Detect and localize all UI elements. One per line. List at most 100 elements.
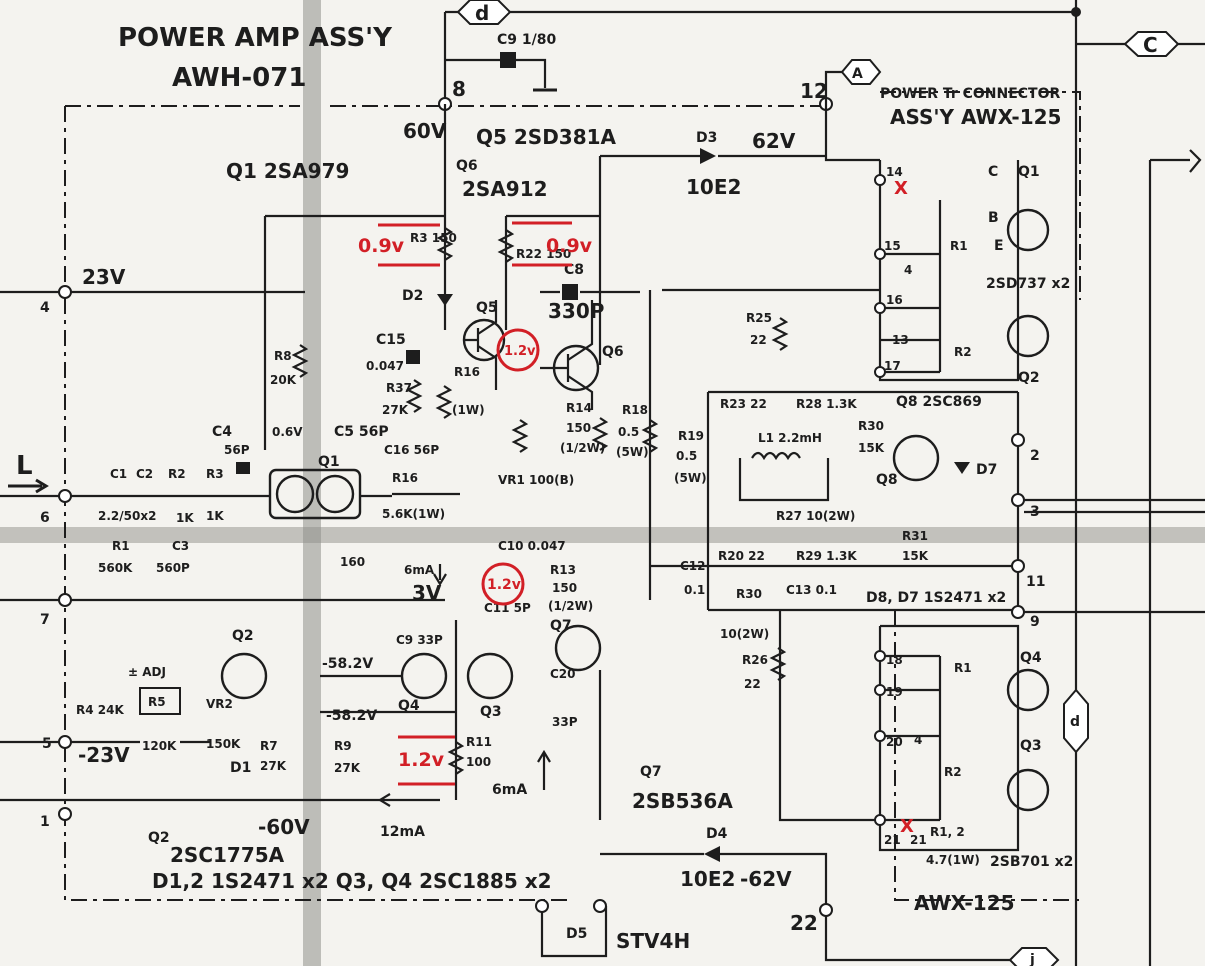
r5-value: 120K — [142, 739, 177, 753]
r19-watt: (5W) — [674, 471, 707, 485]
d3-label: D3 — [696, 130, 717, 146]
q2-type-label: 2SC1775A — [170, 843, 285, 867]
right-lower-wires — [650, 564, 1018, 822]
d5-label: D5 — [566, 926, 587, 942]
conn-c-label: C — [988, 164, 998, 180]
pin-9-label: 9 — [1030, 614, 1040, 630]
q8-transistor — [892, 434, 940, 482]
r16b-label: R16 — [392, 471, 418, 485]
d2-label: D2 — [402, 288, 423, 304]
r13-value: 150 — [552, 581, 577, 595]
connector-bottom — [1008, 947, 1060, 966]
conn-r12-label: R1, 2 — [930, 825, 965, 839]
conn-pin-21 — [874, 814, 886, 826]
pin-1-label: 1 — [40, 814, 50, 830]
pin-4-label: 4 — [40, 300, 50, 316]
pin-11 — [1011, 559, 1025, 573]
r11-resistor — [447, 741, 465, 775]
r31-value: 15K — [902, 549, 929, 563]
conn-q2-transistor — [1006, 314, 1050, 358]
r37-label: R37 — [386, 381, 412, 395]
pin-6-label: 6 — [40, 510, 50, 526]
bottom-assy-label: AWX-125 — [914, 891, 1014, 915]
board-outline — [64, 105, 830, 901]
pin-2-label: 2 — [1030, 448, 1040, 464]
conn-pin-16 — [874, 302, 886, 314]
r14-resistor — [591, 417, 609, 451]
title-line2: AWH-071 — [172, 63, 306, 93]
q2-label: Q2 — [232, 628, 254, 644]
r3-annotation-voltage: 0.9v — [358, 235, 405, 257]
vr2-value: 150K — [206, 737, 241, 751]
q1-small-label: Q1 — [318, 454, 340, 470]
q5-label: Q5 2SD381A — [476, 125, 617, 149]
d7-label: D7 — [976, 462, 997, 478]
r29-label: R29 1.3K — [796, 549, 857, 563]
conn-pin-20 — [874, 730, 886, 742]
pin-8-label: 8 — [452, 77, 466, 101]
c15-label: C15 — [376, 332, 406, 348]
conn-pin-17-label: 17 — [884, 359, 901, 373]
fold-shadow-vertical — [303, 0, 321, 966]
r25-value: 22 — [750, 333, 767, 347]
c9b-label: C9 33P — [396, 633, 443, 647]
cur12-label: 12mA — [380, 824, 425, 840]
fold-shadow-horizontal — [0, 527, 1205, 543]
input-l-label: L — [16, 451, 33, 481]
r3b-label: R3 — [206, 467, 224, 481]
r8-resistor — [291, 344, 309, 378]
c4-capacitor — [236, 462, 250, 474]
d2-diode — [437, 294, 453, 306]
adj-label: ± ADJ — [128, 665, 166, 679]
r37-value: 27K — [382, 403, 409, 417]
d5-node-left — [535, 899, 549, 913]
r26-resistor — [769, 647, 787, 681]
q7-transistor — [554, 624, 602, 672]
pin-7-label: 7 — [40, 612, 50, 628]
d4-label: D4 — [706, 826, 728, 842]
conn-pin-17 — [874, 366, 886, 378]
vm23-label: -23V — [78, 743, 130, 767]
conn-q3-label: Q3 — [1020, 738, 1042, 754]
c11-label: C11 5P — [484, 601, 531, 615]
c4-value: 56P — [224, 443, 250, 457]
vm582b-label: -58.2V — [326, 708, 377, 724]
c12-value: 0.1 — [684, 583, 705, 597]
q5-small-label: Q5 — [476, 300, 498, 316]
wire-top-bus — [443, 0, 1078, 966]
bom-line: D1,2 1S2471 x2 Q3, Q4 2SC1885 x2 — [152, 869, 552, 893]
pin-4 — [58, 285, 72, 299]
r20-label: R20 22 — [718, 549, 765, 563]
pin-22 — [819, 903, 833, 917]
r14-watt: (1/2W) — [560, 441, 605, 455]
r28-label: R28 1.3K — [796, 397, 857, 411]
r4-label: R4 24K — [76, 703, 124, 717]
conn-pin-15-label: 15 — [884, 239, 901, 253]
vm582a-label: -58.2V — [322, 656, 373, 672]
l1-inductor — [751, 451, 801, 461]
q6-top-label: Q6 — [456, 158, 478, 174]
q6-type-label: 2SA912 — [462, 177, 548, 201]
connector-title-1: POWER Tr CONNECTOR — [880, 86, 1061, 102]
conn-pin-14-label: 14 — [886, 165, 903, 179]
q4-label: Q4 — [398, 698, 420, 714]
c4-label: C4 — [212, 424, 232, 440]
r14-value: 150 — [566, 421, 591, 435]
vr1-label: VR1 100(B) — [498, 473, 574, 487]
r30b-value: 10(2W) — [720, 627, 769, 641]
r14-label: R14 — [566, 401, 592, 415]
v23-label: 23V — [82, 265, 126, 289]
board-outline-right — [880, 91, 1081, 901]
conn-q4-label: Q4 — [1020, 650, 1042, 666]
d4-type: 10E2 — [680, 867, 735, 891]
r25-label: R25 — [746, 311, 772, 325]
conn-pin-19 — [874, 684, 886, 696]
v3-label: 3V — [412, 581, 442, 605]
l1-label: L1 2.2mH — [758, 431, 822, 445]
conn-r2-label: R2 — [954, 345, 972, 359]
conn-r2b-label: R2 — [944, 765, 962, 779]
r6-label: 160 — [340, 555, 365, 569]
mid-annotation-circle — [481, 562, 525, 606]
d8-label: D8, D7 1S2471 x2 — [866, 590, 1006, 606]
